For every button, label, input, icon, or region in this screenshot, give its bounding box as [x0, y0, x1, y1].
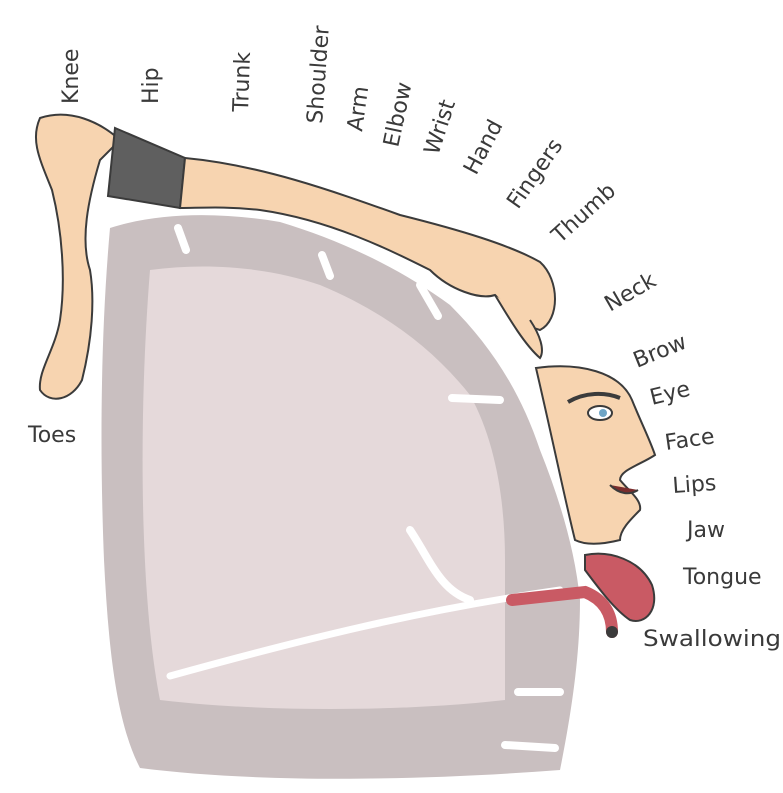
label-wrist: Wrist — [420, 97, 461, 158]
sulcus-7 — [505, 745, 555, 748]
label-hand: Hand — [459, 116, 508, 179]
label-trunk: Trunk — [229, 51, 256, 113]
label-arm: Arm — [343, 85, 374, 133]
label-face: Face — [663, 424, 716, 456]
label-swallowing: Swallowing — [643, 627, 781, 652]
label-jaw: Jaw — [685, 518, 725, 543]
arm-sleeve — [108, 128, 185, 208]
sulcus-4 — [452, 398, 500, 400]
label-knee: Knee — [59, 49, 84, 104]
label-eye: Eye — [647, 377, 692, 411]
label-thumb: Thumb — [547, 179, 621, 250]
label-tongue: Tongue — [682, 565, 762, 590]
pupil — [599, 409, 607, 417]
label-brow: Brow — [630, 330, 690, 374]
label-hip: Hip — [139, 67, 164, 104]
label-neck: Neck — [601, 268, 661, 317]
label-toes: Toes — [27, 423, 76, 448]
label-fingers: Fingers — [502, 134, 568, 213]
label-elbow: Elbow — [379, 80, 417, 149]
tube-end — [606, 626, 618, 638]
label-lips: Lips — [672, 471, 717, 499]
label-shoulder: Shoulder — [303, 24, 335, 124]
tongue — [585, 554, 654, 621]
